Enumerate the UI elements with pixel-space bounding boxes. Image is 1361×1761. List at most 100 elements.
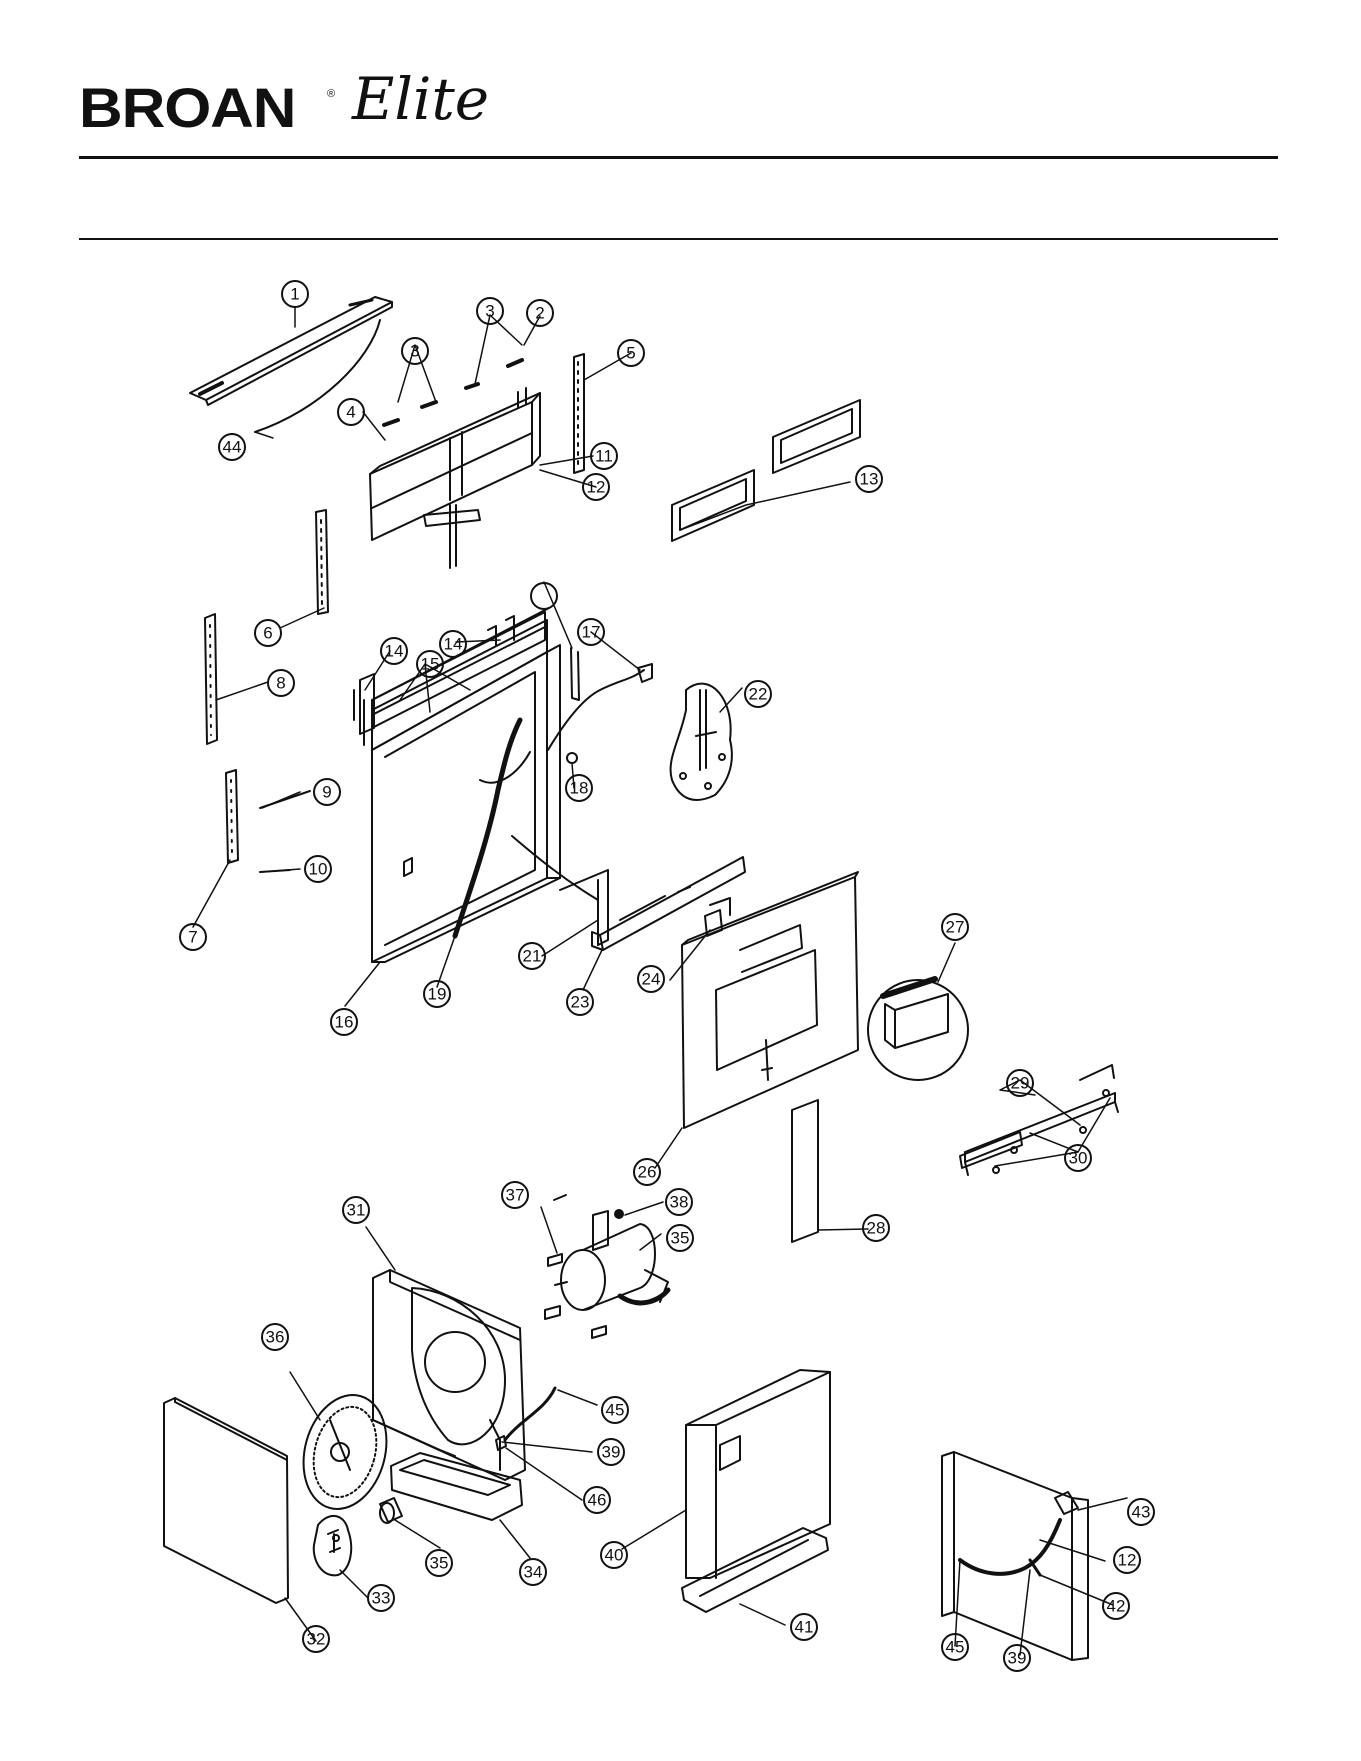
svg-text:41: 41 xyxy=(795,1618,814,1637)
callout-31: 31 xyxy=(343,1197,369,1223)
callout-16: 16 xyxy=(331,1009,357,1035)
part-fuse-plug xyxy=(571,648,579,700)
callout-blank xyxy=(531,583,557,609)
svg-text:37: 37 xyxy=(506,1186,525,1205)
callout-10: 10 xyxy=(305,856,331,882)
part-wire-44 xyxy=(255,320,380,432)
svg-text:23: 23 xyxy=(571,993,590,1012)
svg-text:2: 2 xyxy=(535,304,544,323)
callout-labels: 1 2 3 3 4 5 6 7 8 9 10 11 12 13 14 14 15… xyxy=(180,281,1154,1671)
svg-text:22: 22 xyxy=(749,685,768,704)
svg-text:21: 21 xyxy=(523,947,542,966)
svg-text:3: 3 xyxy=(485,302,494,321)
svg-text:45: 45 xyxy=(606,1401,625,1420)
callout-13: 13 xyxy=(856,466,882,492)
part-top-rail-15 xyxy=(372,612,545,728)
svg-text:9: 9 xyxy=(322,783,331,802)
svg-text:39: 39 xyxy=(1008,1649,1027,1668)
svg-text:19: 19 xyxy=(428,985,447,1004)
svg-text:5: 5 xyxy=(626,344,635,363)
part-bottom-tray-41 xyxy=(682,1528,828,1612)
callout-41: 41 xyxy=(791,1614,817,1640)
callout-32: 32 xyxy=(303,1626,329,1652)
svg-text:42: 42 xyxy=(1107,1597,1126,1616)
callout-5: 5 xyxy=(618,340,644,366)
callout-33: 33 xyxy=(368,1585,394,1611)
svg-text:11: 11 xyxy=(595,447,613,466)
svg-text:16: 16 xyxy=(335,1013,354,1032)
svg-text:12: 12 xyxy=(587,478,606,497)
callout-37: 37 xyxy=(502,1182,528,1208)
svg-text:7: 7 xyxy=(188,928,197,947)
svg-text:28: 28 xyxy=(867,1219,886,1238)
callout-28: 28 xyxy=(863,1215,889,1241)
svg-text:35: 35 xyxy=(671,1229,690,1248)
svg-text:4: 4 xyxy=(346,403,355,422)
svg-text:26: 26 xyxy=(638,1163,657,1182)
part-front-panel-26 xyxy=(682,872,858,1128)
callout-9: 9 xyxy=(314,779,340,805)
part-power-cord-17 xyxy=(548,664,652,750)
part-gasket-33 xyxy=(314,1516,351,1575)
callout-42: 42 xyxy=(1103,1593,1129,1619)
svg-text:30: 30 xyxy=(1069,1149,1088,1168)
callout-8: 8 xyxy=(268,670,294,696)
callout-12: 12 xyxy=(583,474,609,500)
part-nut-38 xyxy=(615,1210,623,1218)
svg-text:45: 45 xyxy=(946,1638,965,1657)
svg-text:12: 12 xyxy=(1118,1551,1137,1570)
callout-1: 1 xyxy=(282,281,308,307)
svg-text:44: 44 xyxy=(223,438,242,457)
callout-14: 14 xyxy=(381,638,407,664)
part-spacers-37 xyxy=(545,1195,606,1338)
callout-12: 12 xyxy=(1114,1547,1140,1573)
callout-3: 3 xyxy=(402,338,428,364)
part-blower-wheel-36 xyxy=(291,1386,398,1519)
callout-43: 43 xyxy=(1128,1499,1154,1525)
callout-11: 11 xyxy=(591,443,617,469)
svg-text:34: 34 xyxy=(524,1563,543,1582)
svg-text:38: 38 xyxy=(670,1193,689,1212)
svg-text:13: 13 xyxy=(860,470,879,489)
svg-text:35: 35 xyxy=(430,1554,449,1573)
part-plate-22 xyxy=(671,684,732,800)
callout-29: 29 xyxy=(1007,1070,1033,1096)
part-outer-housing-40 xyxy=(686,1370,830,1578)
callout-4: 4 xyxy=(338,399,364,425)
callout-14: 14 xyxy=(440,631,466,657)
svg-text:32: 32 xyxy=(307,1630,326,1649)
svg-text:6: 6 xyxy=(263,624,272,643)
callout-35: 35 xyxy=(426,1550,452,1576)
callout-45: 45 xyxy=(942,1634,968,1660)
callout-18: 18 xyxy=(566,775,592,801)
part-grommet-18 xyxy=(567,753,577,763)
part-wiring-45 xyxy=(496,1388,555,1450)
callout-2: 2 xyxy=(527,300,553,326)
callout-40: 40 xyxy=(601,1542,627,1568)
svg-text:33: 33 xyxy=(372,1589,391,1608)
callout-39: 39 xyxy=(1004,1645,1030,1671)
callout-45: 45 xyxy=(602,1397,628,1423)
callout-6: 6 xyxy=(255,620,281,646)
svg-text:18: 18 xyxy=(570,779,589,798)
part-right-enclosure xyxy=(942,1452,1088,1660)
svg-text:31: 31 xyxy=(347,1201,366,1220)
svg-text:40: 40 xyxy=(605,1546,624,1565)
svg-text:3: 3 xyxy=(410,342,419,361)
svg-text:14: 14 xyxy=(385,642,404,661)
part-main-housing xyxy=(370,388,540,568)
callout-35: 35 xyxy=(667,1225,693,1251)
svg-text:10: 10 xyxy=(309,860,328,879)
callout-17: 17 xyxy=(578,619,604,645)
part-bracket-7 xyxy=(226,770,238,863)
callout-38: 38 xyxy=(666,1189,692,1215)
callout-19: 19 xyxy=(424,981,450,1007)
svg-text:8: 8 xyxy=(276,674,285,693)
svg-text:14: 14 xyxy=(444,635,463,654)
callout-21: 21 xyxy=(519,943,545,969)
callout-30: 30 xyxy=(1065,1145,1091,1171)
callout-27: 27 xyxy=(942,914,968,940)
part-filters-13 xyxy=(672,400,860,541)
svg-text:29: 29 xyxy=(1011,1074,1030,1093)
